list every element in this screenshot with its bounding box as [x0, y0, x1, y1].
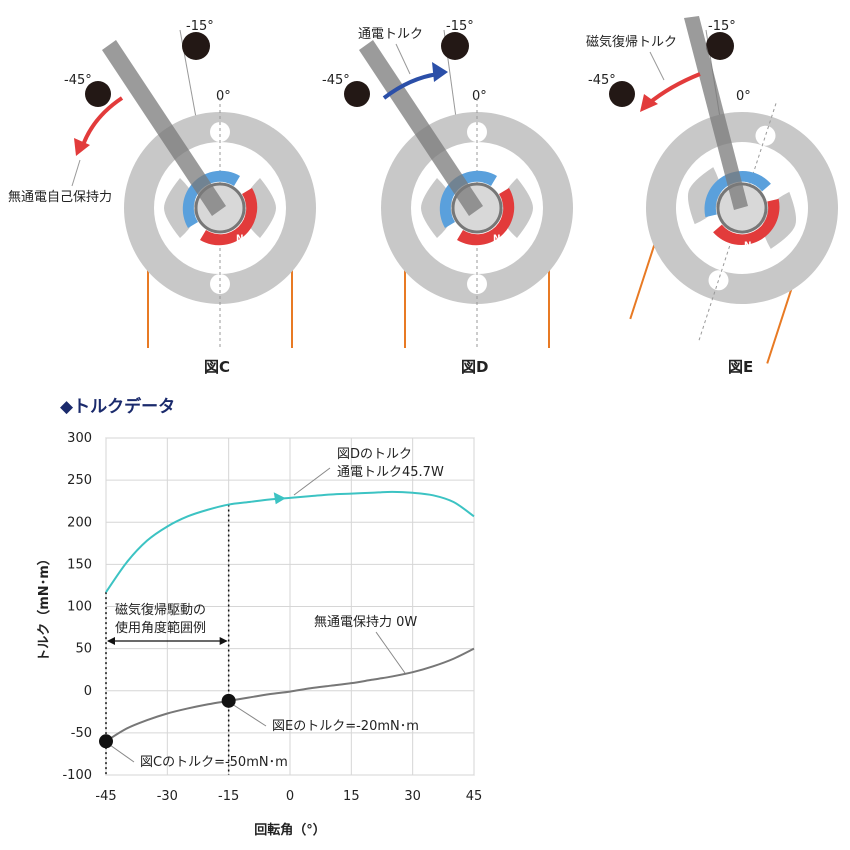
- y-tick-label: 50: [75, 642, 92, 657]
- series-line-0: [105, 490, 475, 593]
- x-tick-label: 30: [404, 789, 421, 804]
- label-minus45: -45°: [588, 73, 616, 88]
- chart-ticks: 300 250 200 150 100 50 0 -50 -100-45 -30 -15 0 15 30 4…: [62, 431, 482, 804]
- leader-d: [293, 467, 331, 496]
- ball-minus45: [85, 81, 111, 107]
- annot-e: 図Eのトルク=-20mN･m: [272, 719, 419, 734]
- leader-hold: [375, 631, 406, 674]
- x-tick-label: -15: [218, 789, 239, 804]
- annot-d-line2: 通電トルク45.7W: [337, 465, 444, 480]
- y-tick-label: -100: [62, 768, 92, 783]
- marker-c: [99, 734, 113, 749]
- annotation-c: 無通電自己保持力: [8, 190, 112, 205]
- annot-hold: 無通電保持力 0W: [314, 615, 417, 630]
- annotation-d: 通電トルク: [358, 27, 423, 42]
- x-tick-label: 45: [466, 789, 483, 804]
- annot-range-line2: 使用角度範囲例: [115, 620, 206, 636]
- section-title: ◆トルクデータ: [60, 396, 175, 417]
- y-tick-label: 150: [67, 557, 92, 572]
- series-line-1: [105, 647, 475, 743]
- pole-label: N: [236, 234, 244, 244]
- y-tick-label: 300: [67, 431, 92, 446]
- diagram-e: -15° -45° 0° N 磁気復帰トルク 図E: [586, 16, 850, 376]
- y-tick-label: 250: [67, 473, 92, 488]
- y-tick-label: 200: [67, 515, 92, 530]
- y-axis-label: トルク（mN･m）: [36, 552, 52, 661]
- label-zero: 0°: [472, 89, 487, 104]
- label-minus15: -15°: [708, 19, 736, 34]
- range-arrowhead-right: [219, 637, 228, 645]
- torque-chart: 300 250 200 150 100 50 0 -50 -100-45 -30 -15 0 15 30 4…: [36, 431, 482, 838]
- chart-series: [105, 490, 475, 743]
- leader-c: [109, 744, 135, 763]
- x-axis-label: 回転角（°）: [254, 822, 326, 838]
- chart-marks: [99, 492, 286, 749]
- ball-minus15: [182, 32, 210, 60]
- x-tick-label: -30: [157, 789, 178, 804]
- label-minus45: -45°: [64, 73, 92, 88]
- svg-text:N: N: [493, 234, 501, 244]
- label-zero: 0°: [216, 89, 231, 104]
- diagram-d: -15° -45° 0° N 通電トルク 図D: [322, 19, 575, 376]
- diagram-c: -15° -45° 0° N 無通電自己保持力 図C: [8, 19, 318, 376]
- x-tick-label: 0: [286, 789, 294, 804]
- y-tick-label: -50: [71, 726, 92, 741]
- annot-range-line1: 磁気復帰駆動の: [115, 602, 206, 618]
- y-tick-label: 100: [67, 600, 92, 615]
- label-minus15: -15°: [186, 19, 214, 34]
- label-minus15: -15°: [446, 19, 474, 34]
- curve-arrowhead: [273, 492, 286, 505]
- x-tick-label: 15: [343, 789, 360, 804]
- y-tick-label: 0: [84, 684, 92, 699]
- caption-d: 図D: [461, 358, 488, 376]
- caption-c: 図C: [204, 358, 230, 376]
- svg-text:N: N: [744, 241, 752, 251]
- x-tick-label: -45: [95, 789, 116, 804]
- annot-d-line1: 図Dのトルク: [337, 447, 412, 462]
- chart-overlay: [105, 467, 406, 775]
- annot-c: 図Cのトルク=-50mN･m: [140, 755, 288, 770]
- range-arrowhead-left: [107, 637, 115, 645]
- annotation-e: 磁気復帰トルク: [586, 34, 677, 50]
- label-zero: 0°: [736, 89, 751, 104]
- leader-e: [231, 703, 267, 727]
- caption-e: 図E: [728, 358, 753, 376]
- label-minus45: -45°: [322, 73, 350, 88]
- marker-e: [221, 693, 236, 708]
